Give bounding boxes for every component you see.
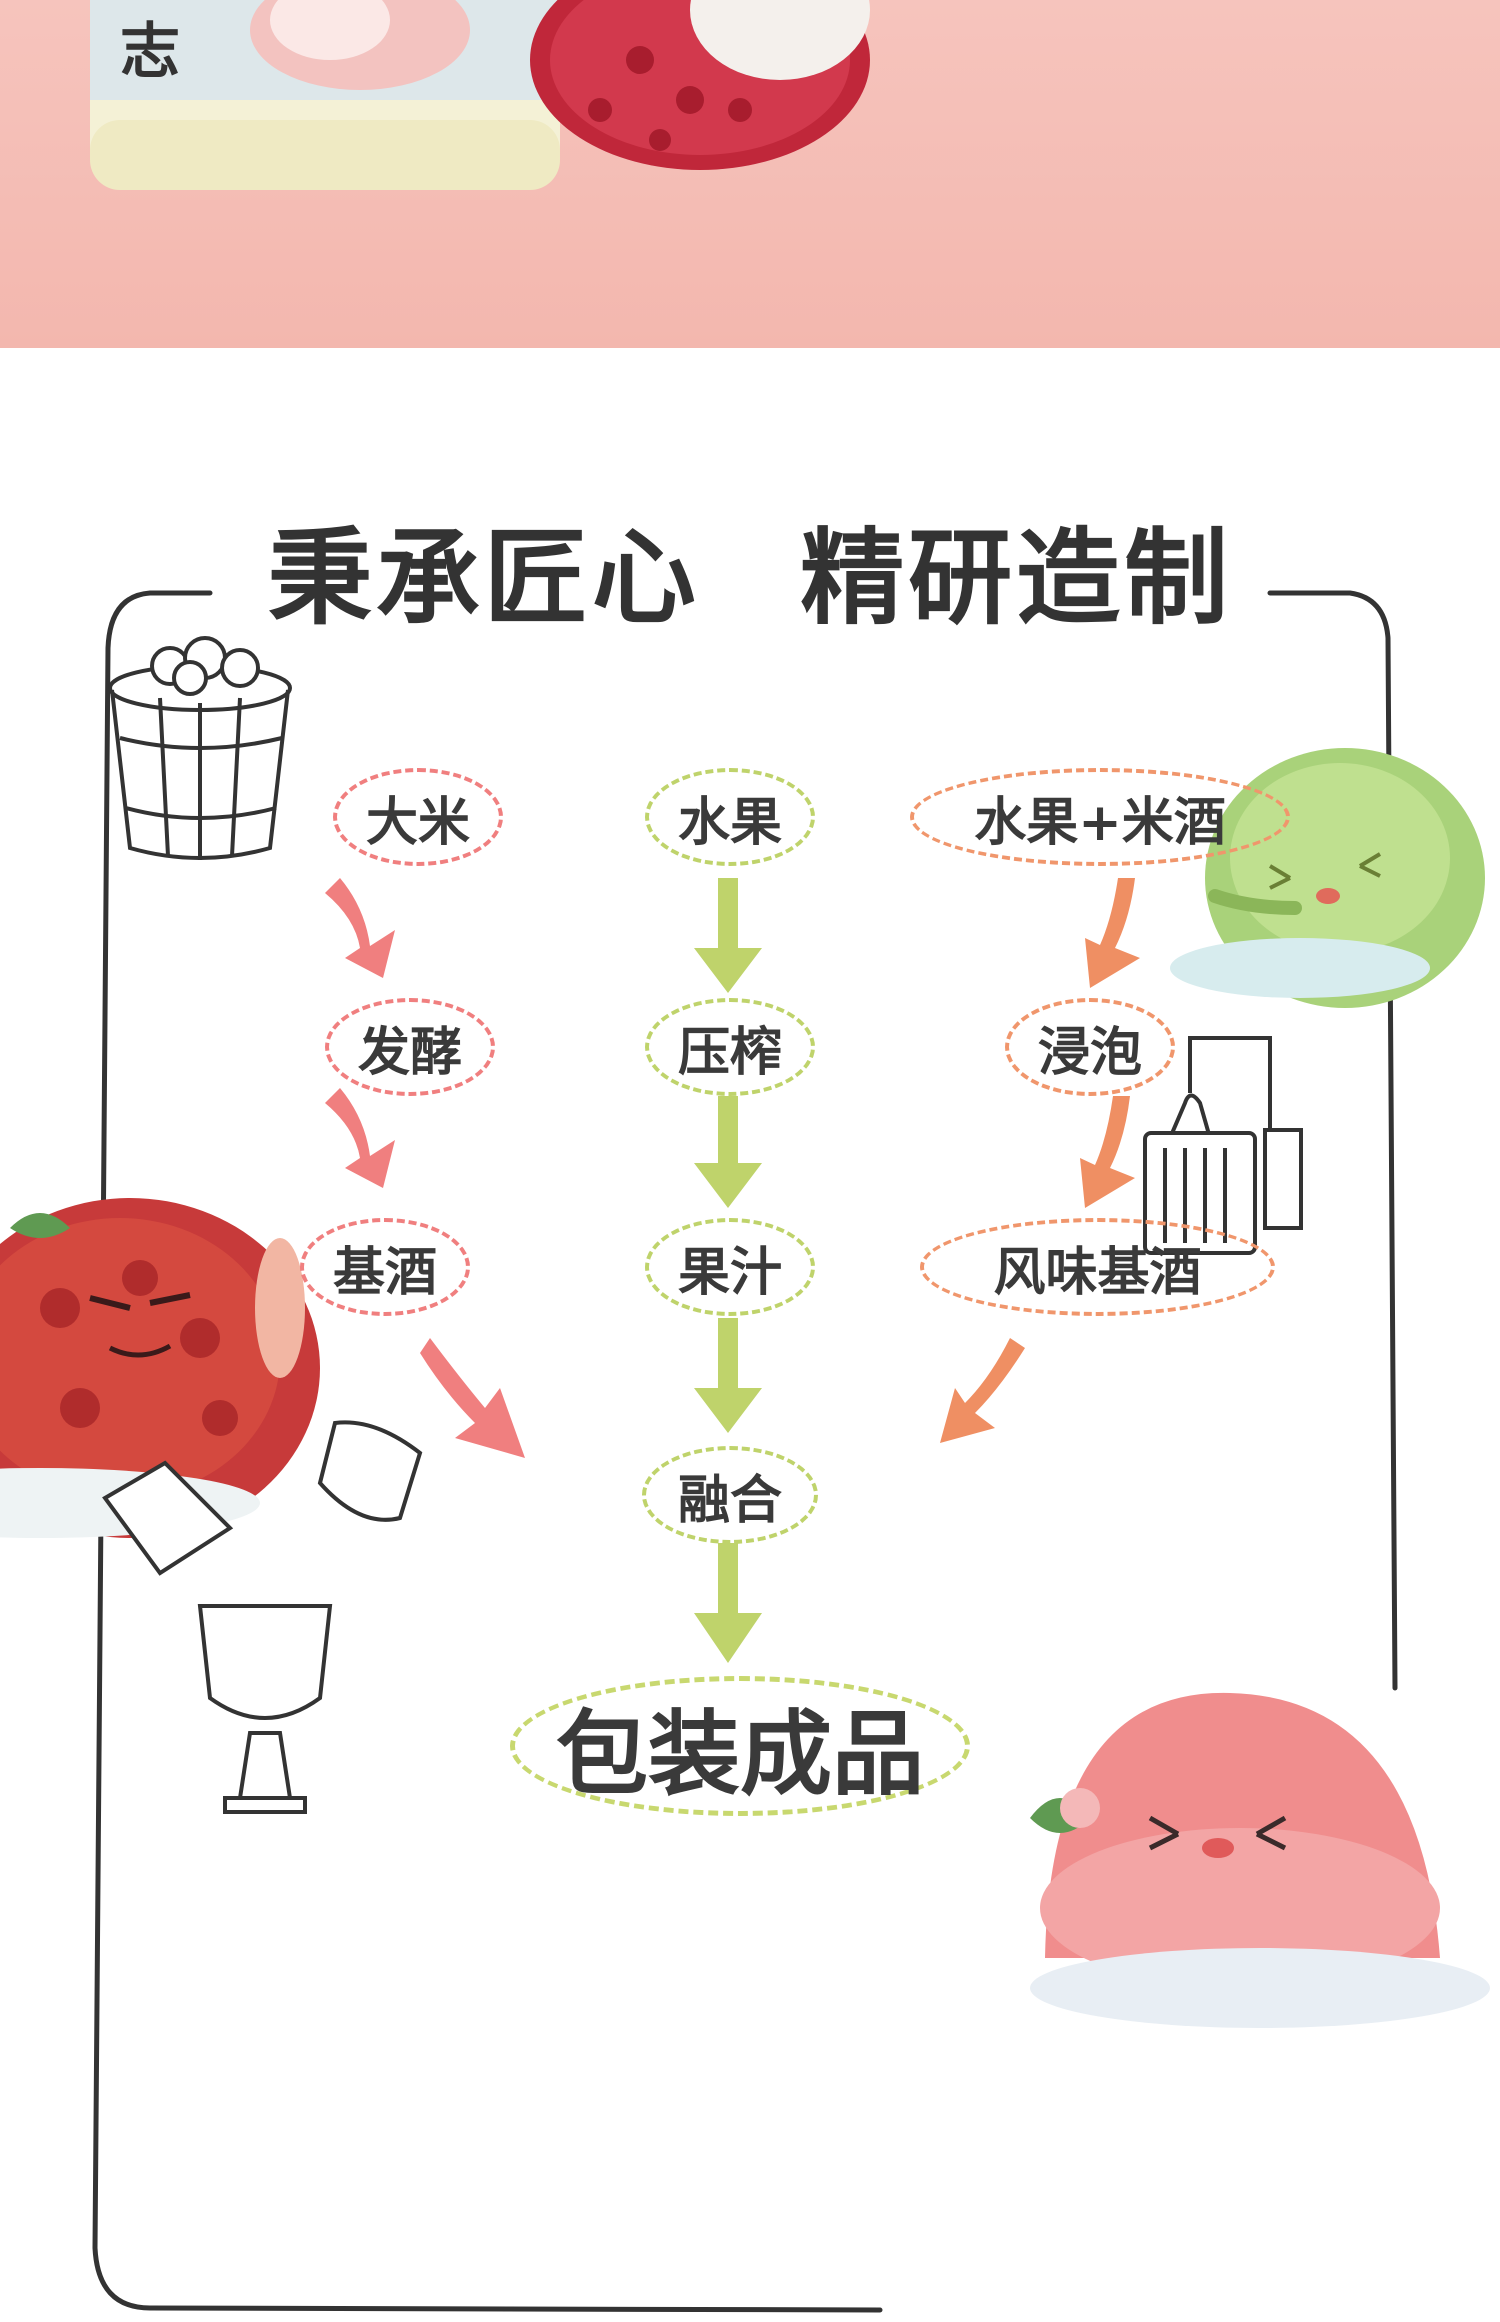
- lychee-fruit: [530, 0, 870, 170]
- node-base-liquor: 基酒: [300, 1218, 470, 1316]
- node-press-label: 压榨: [677, 1022, 782, 1083]
- peach-mascot: [1030, 1692, 1490, 2028]
- node-base-liquor-label: 基酒: [332, 1242, 437, 1303]
- title-right: 精研造制: [800, 517, 1233, 639]
- goblet-icon: [197, 1604, 333, 1814]
- arrow-mixed-1: [1085, 878, 1140, 988]
- node-fruit-rice-wine-label: 水果+米酒: [974, 792, 1226, 853]
- node-fruit-rice-wine: 水果+米酒: [910, 768, 1290, 866]
- cups-icon: [102, 1420, 423, 1576]
- node-flavor-base-label: 风味基酒: [993, 1242, 1202, 1303]
- node-soak-label: 浸泡: [1037, 1022, 1142, 1083]
- arrow-fruit-2: [694, 1096, 762, 1208]
- node-fruit: 水果: [645, 768, 815, 866]
- node-ferment: 发酵: [325, 998, 495, 1096]
- wooden-bucket-icon: [108, 636, 292, 860]
- arrow-rice-2: [325, 1088, 395, 1188]
- node-flavor-base: 风味基酒: [920, 1218, 1275, 1316]
- node-press: 压榨: [645, 998, 815, 1096]
- node-final-product: 包装成品: [510, 1676, 970, 1816]
- node-merge: 融合: [642, 1446, 818, 1544]
- node-juice: 果汁: [645, 1218, 815, 1316]
- node-fruit-label: 水果: [677, 792, 782, 853]
- node-merge-label: 融合: [677, 1470, 782, 1531]
- wine-bottle: [90, 0, 560, 190]
- section-title: 秉承匠心 精研造制: [0, 493, 1500, 644]
- node-rice-label: 大米: [365, 792, 470, 853]
- node-final-product-label: 包装成品: [555, 1700, 924, 1808]
- arrow-merge-final: [694, 1543, 762, 1663]
- node-juice-label: 果汁: [677, 1242, 782, 1303]
- arrow-fruit-1: [694, 878, 762, 993]
- node-rice: 大米: [333, 768, 503, 866]
- arrow-fruit-merge: [694, 1318, 762, 1433]
- hero-banner: 志: [0, 0, 1500, 348]
- title-left: 秉承匠心: [267, 517, 700, 639]
- arrow-mixed-merge: [940, 1338, 1025, 1443]
- arrow-mixed-2: [1080, 1096, 1135, 1208]
- lychee-mascot: [0, 1198, 320, 1538]
- node-soak: 浸泡: [1005, 998, 1175, 1096]
- frame-line: [92, 590, 1398, 2313]
- distiller-icon: [1143, 1036, 1303, 1255]
- bottle-label: 志: [120, 17, 180, 87]
- arrow-rice-merge: [420, 1338, 525, 1458]
- arrow-rice-1: [325, 878, 395, 978]
- process-section: 秉承匠心 精研造制 大米 发酵 基酒 水果 压榨 果汁 水果+米酒 浸泡 风味基…: [0, 348, 1500, 2322]
- node-ferment-label: 发酵: [357, 1022, 462, 1083]
